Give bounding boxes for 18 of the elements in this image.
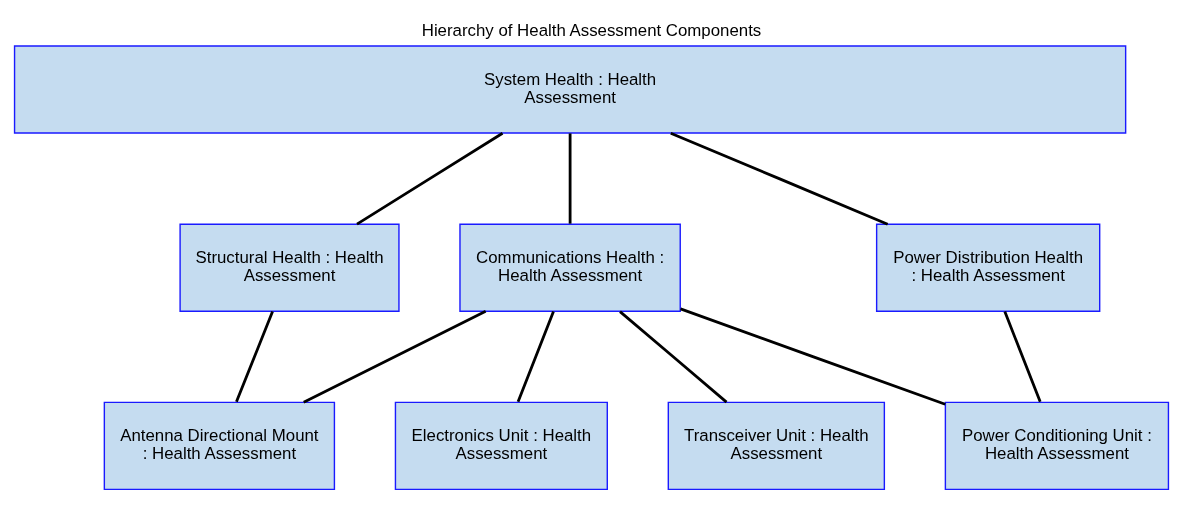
connector [680, 307, 946, 406]
node-box: Transceiver Unit : Health Assessment [667, 401, 886, 491]
connector [303, 310, 487, 404]
connector [356, 132, 504, 226]
connector [1003, 311, 1042, 403]
node-box: Power Distribution Health : Health Assessment [875, 223, 1101, 312]
connector [670, 131, 889, 226]
connector [516, 311, 555, 403]
node-box: Electronics Unit : Health Assessment [394, 401, 608, 491]
node-box: Antenna Directional Mount : Health Assessment [103, 401, 336, 491]
connector [619, 310, 728, 404]
node-box: Structural Health : Health Assessment [179, 223, 400, 312]
node-box: Communications Health : Health Assessment [459, 223, 681, 312]
diagram-title: Hierarchy of Health Assessment Components [421, 20, 762, 40]
node-box: Power Conditioning Unit : Health Assessment [944, 401, 1170, 491]
connector [235, 311, 274, 403]
connector [568, 133, 572, 224]
node-box: System Health : Health Assessment [13, 45, 1127, 134]
